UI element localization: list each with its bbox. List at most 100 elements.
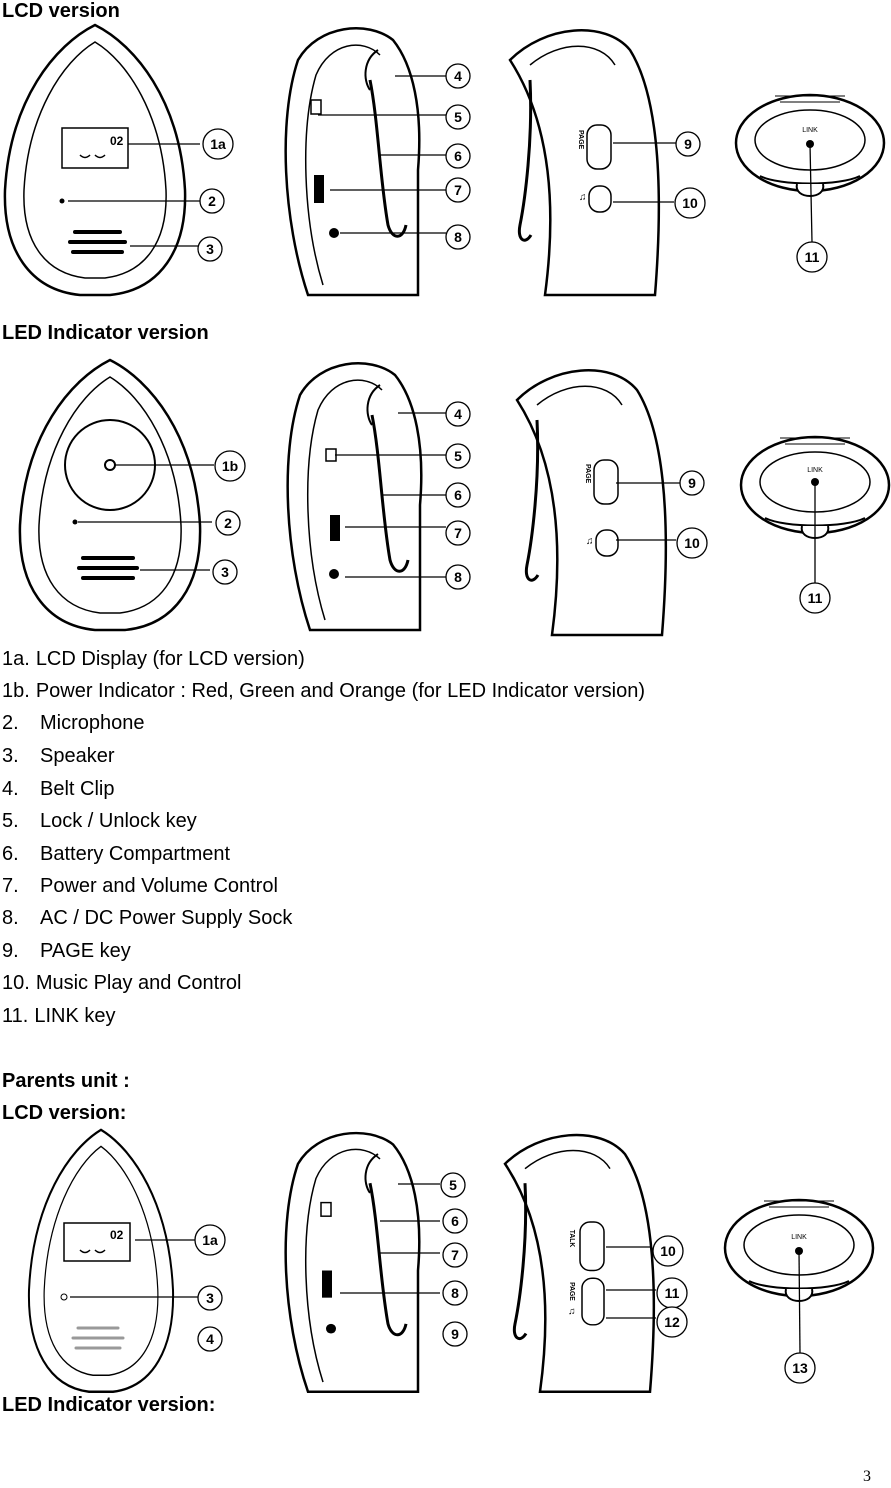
legend-text: Microphone xyxy=(40,712,145,734)
legend-item: 3. Speaker xyxy=(2,745,115,768)
callout-7: 7 xyxy=(454,525,462,541)
legend-number: 1a. xyxy=(2,648,30,670)
page-key-icon xyxy=(586,124,612,170)
legend-number: 11. xyxy=(2,1005,29,1027)
parent-back-callouts: 10 11 12 xyxy=(652,1235,688,1338)
parent-side-view xyxy=(284,1131,421,1394)
volume-slider-icon xyxy=(322,1270,332,1298)
legend-item: 8. AC / DC Power Supply Sock xyxy=(2,907,292,930)
legend-number: 10. xyxy=(2,972,30,994)
callout-3: 3 xyxy=(206,241,214,257)
legend-text: AC / DC Power Supply Sock xyxy=(40,907,293,929)
page-number: 3 xyxy=(863,1468,871,1485)
lcd-display-icon xyxy=(63,1222,131,1262)
parent-side-callouts: 5 6 7 8 9 xyxy=(440,1172,468,1347)
music-note-icon: ♫ xyxy=(586,536,594,547)
callout-5: 5 xyxy=(449,1177,457,1193)
lock-switch-icon xyxy=(320,1201,332,1217)
lcd-front-view: 02 xyxy=(3,23,187,297)
callout-3: 3 xyxy=(221,564,229,580)
callout-12: 12 xyxy=(664,1314,680,1330)
callout-11: 11 xyxy=(808,590,823,606)
led-version-illustration: 1b 2 3 4 5 6 7 8 PAGE ♫ 9 10 xyxy=(18,358,891,637)
legend-number: 6. xyxy=(2,843,19,865)
legend-text: Power and Volume Control xyxy=(40,875,278,897)
speaker-grille-icon xyxy=(71,1326,125,1350)
legend-item: 1b.Power Indicator : Red, Green and Oran… xyxy=(2,680,645,703)
lcd-side-callouts: 4 5 6 7 8 xyxy=(445,63,471,250)
callout-1a: 1a xyxy=(202,1232,218,1248)
microphone-hole-icon xyxy=(72,519,78,525)
callout-5: 5 xyxy=(454,109,462,125)
legend-number: 2. xyxy=(2,712,19,734)
lock-switch-icon xyxy=(325,448,337,462)
legend-item: 11.LINK key xyxy=(2,1005,115,1028)
lcd-back-view: PAGE ♫ xyxy=(508,28,661,297)
parents-lcd-heading: LCD version: xyxy=(2,1102,127,1124)
lcd-digits-text: 02 xyxy=(110,1228,124,1242)
legend-text: Belt Clip xyxy=(40,778,115,800)
callout-6: 6 xyxy=(454,148,462,164)
callout-10: 10 xyxy=(682,195,698,211)
callout-4: 4 xyxy=(454,406,462,422)
callout-2: 2 xyxy=(208,193,216,209)
legend-text: Music Play and Control xyxy=(35,972,242,994)
callout-6: 6 xyxy=(454,487,462,503)
led-front-view xyxy=(18,358,202,632)
legend-text: Power Indicator : Red, Green and Orange … xyxy=(35,680,645,702)
volume-slider-icon xyxy=(314,175,324,203)
talk-key-icon xyxy=(579,1221,605,1272)
microphone-hole-icon xyxy=(59,198,65,204)
legend-number: 5. xyxy=(2,810,19,832)
page-key-text: PAGE xyxy=(577,130,584,150)
page-key-text: PAGE xyxy=(568,1282,575,1301)
music-key-icon xyxy=(588,185,612,213)
power-indicator-icon xyxy=(104,459,116,471)
callout-10: 10 xyxy=(660,1243,676,1259)
callout-7: 7 xyxy=(451,1247,459,1263)
legend-number: 1b. xyxy=(2,680,30,702)
music-note-icon: ♫ xyxy=(568,1306,576,1317)
legend-text: PAGE key xyxy=(40,940,131,962)
lcd-digits-text: 02 xyxy=(110,134,124,148)
legend-item: 1a.LCD Display (for LCD version) xyxy=(2,648,305,671)
callout-8: 8 xyxy=(454,569,462,585)
lcd-face-icon xyxy=(79,1249,106,1254)
talk-key-text: TALK xyxy=(568,1230,575,1248)
legend-text: LCD Display (for LCD version) xyxy=(35,648,305,670)
callout-9: 9 xyxy=(688,475,696,491)
callout-8: 8 xyxy=(454,229,462,245)
parents-lcd-illustration: 02 1a 3 4 5 6 7 8 9 TALK xyxy=(27,1128,875,1394)
legend-text: Battery Compartment xyxy=(40,843,231,865)
legend-item: 7.Power and Volume Control xyxy=(2,875,278,898)
callout-5: 5 xyxy=(454,448,462,464)
speaker-grille-icon xyxy=(68,230,127,254)
page-music-key-icon xyxy=(581,1277,605,1326)
legend-item: 2. Microphone xyxy=(2,712,145,735)
led-top-view: LINK xyxy=(739,435,891,540)
callout-6: 6 xyxy=(451,1213,459,1229)
lcd-display-icon xyxy=(61,127,129,169)
parent-front-callouts: 1a 3 4 xyxy=(194,1224,226,1352)
legend-number: 8. xyxy=(2,907,19,929)
music-key-icon xyxy=(595,529,619,557)
link-key-text: LINK xyxy=(807,467,823,474)
legend-number: 3. xyxy=(2,745,19,767)
speaker-grille-icon xyxy=(77,556,139,580)
parent-front-details: 02 xyxy=(60,1222,131,1350)
callout-2: 2 xyxy=(224,515,232,531)
legend-text: Speaker xyxy=(40,745,115,767)
microphone-hole-icon xyxy=(60,1293,68,1301)
callout-8: 8 xyxy=(451,1285,459,1301)
link-key-icon xyxy=(811,478,819,486)
legend-item: 9.PAGE key xyxy=(2,940,131,963)
callout-11: 11 xyxy=(665,1285,680,1301)
callout-7: 7 xyxy=(454,182,462,198)
callout-13: 13 xyxy=(792,1360,808,1376)
parents-led-heading: LED Indicator version: xyxy=(2,1394,216,1416)
lcd-version-heading: LCD version xyxy=(2,0,120,22)
legend-item: 5.Lock / Unlock key xyxy=(2,810,197,833)
led-back-callouts: 9 10 xyxy=(676,470,708,559)
parents-unit-heading: Parents unit : xyxy=(2,1070,130,1092)
callout-10: 10 xyxy=(684,535,700,551)
